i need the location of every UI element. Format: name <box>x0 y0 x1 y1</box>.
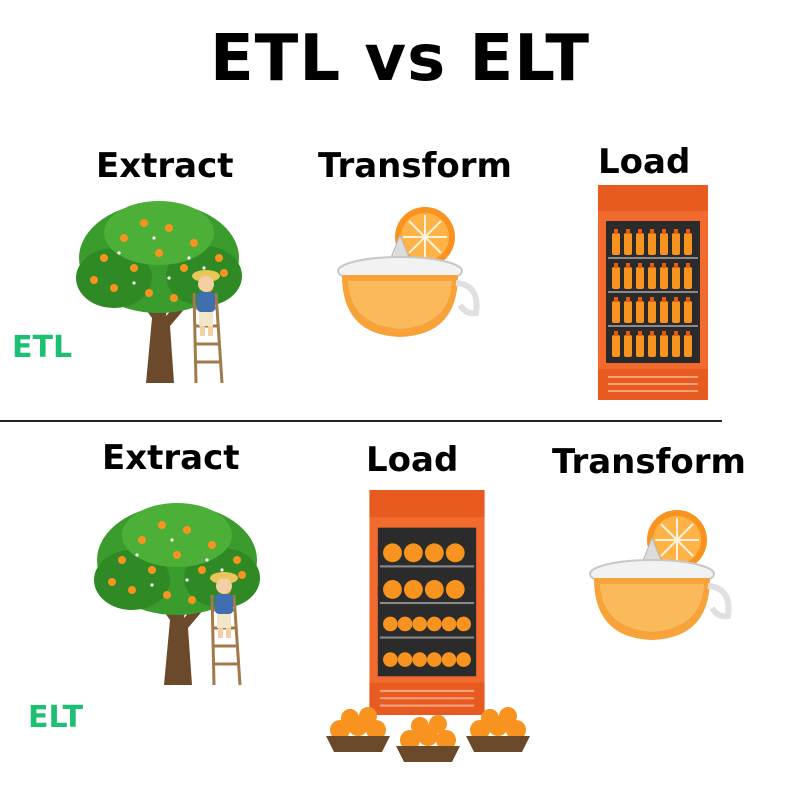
juicer-icon <box>582 508 732 648</box>
orange-tree-icon <box>92 501 262 687</box>
elt-step-load: Load <box>366 440 459 480</box>
elt-step-extract: Extract <box>102 438 240 478</box>
fridge-juice-icon <box>597 184 709 401</box>
page-title: ETL vs ELT <box>209 22 591 96</box>
etl-step-extract: Extract <box>96 146 234 186</box>
juicer-icon <box>330 205 480 345</box>
elt-tag: ELT <box>28 700 84 735</box>
elt-step-transform: Transform <box>552 442 746 482</box>
fridge-oranges-icon <box>368 488 486 717</box>
orange-baskets-icon <box>326 707 530 762</box>
etl-step-transform: Transform <box>318 146 512 186</box>
section-divider <box>0 420 722 422</box>
orange-tree-icon <box>74 199 244 385</box>
etl-step-load: Load <box>598 142 691 182</box>
etl-tag: ETL <box>12 330 73 365</box>
